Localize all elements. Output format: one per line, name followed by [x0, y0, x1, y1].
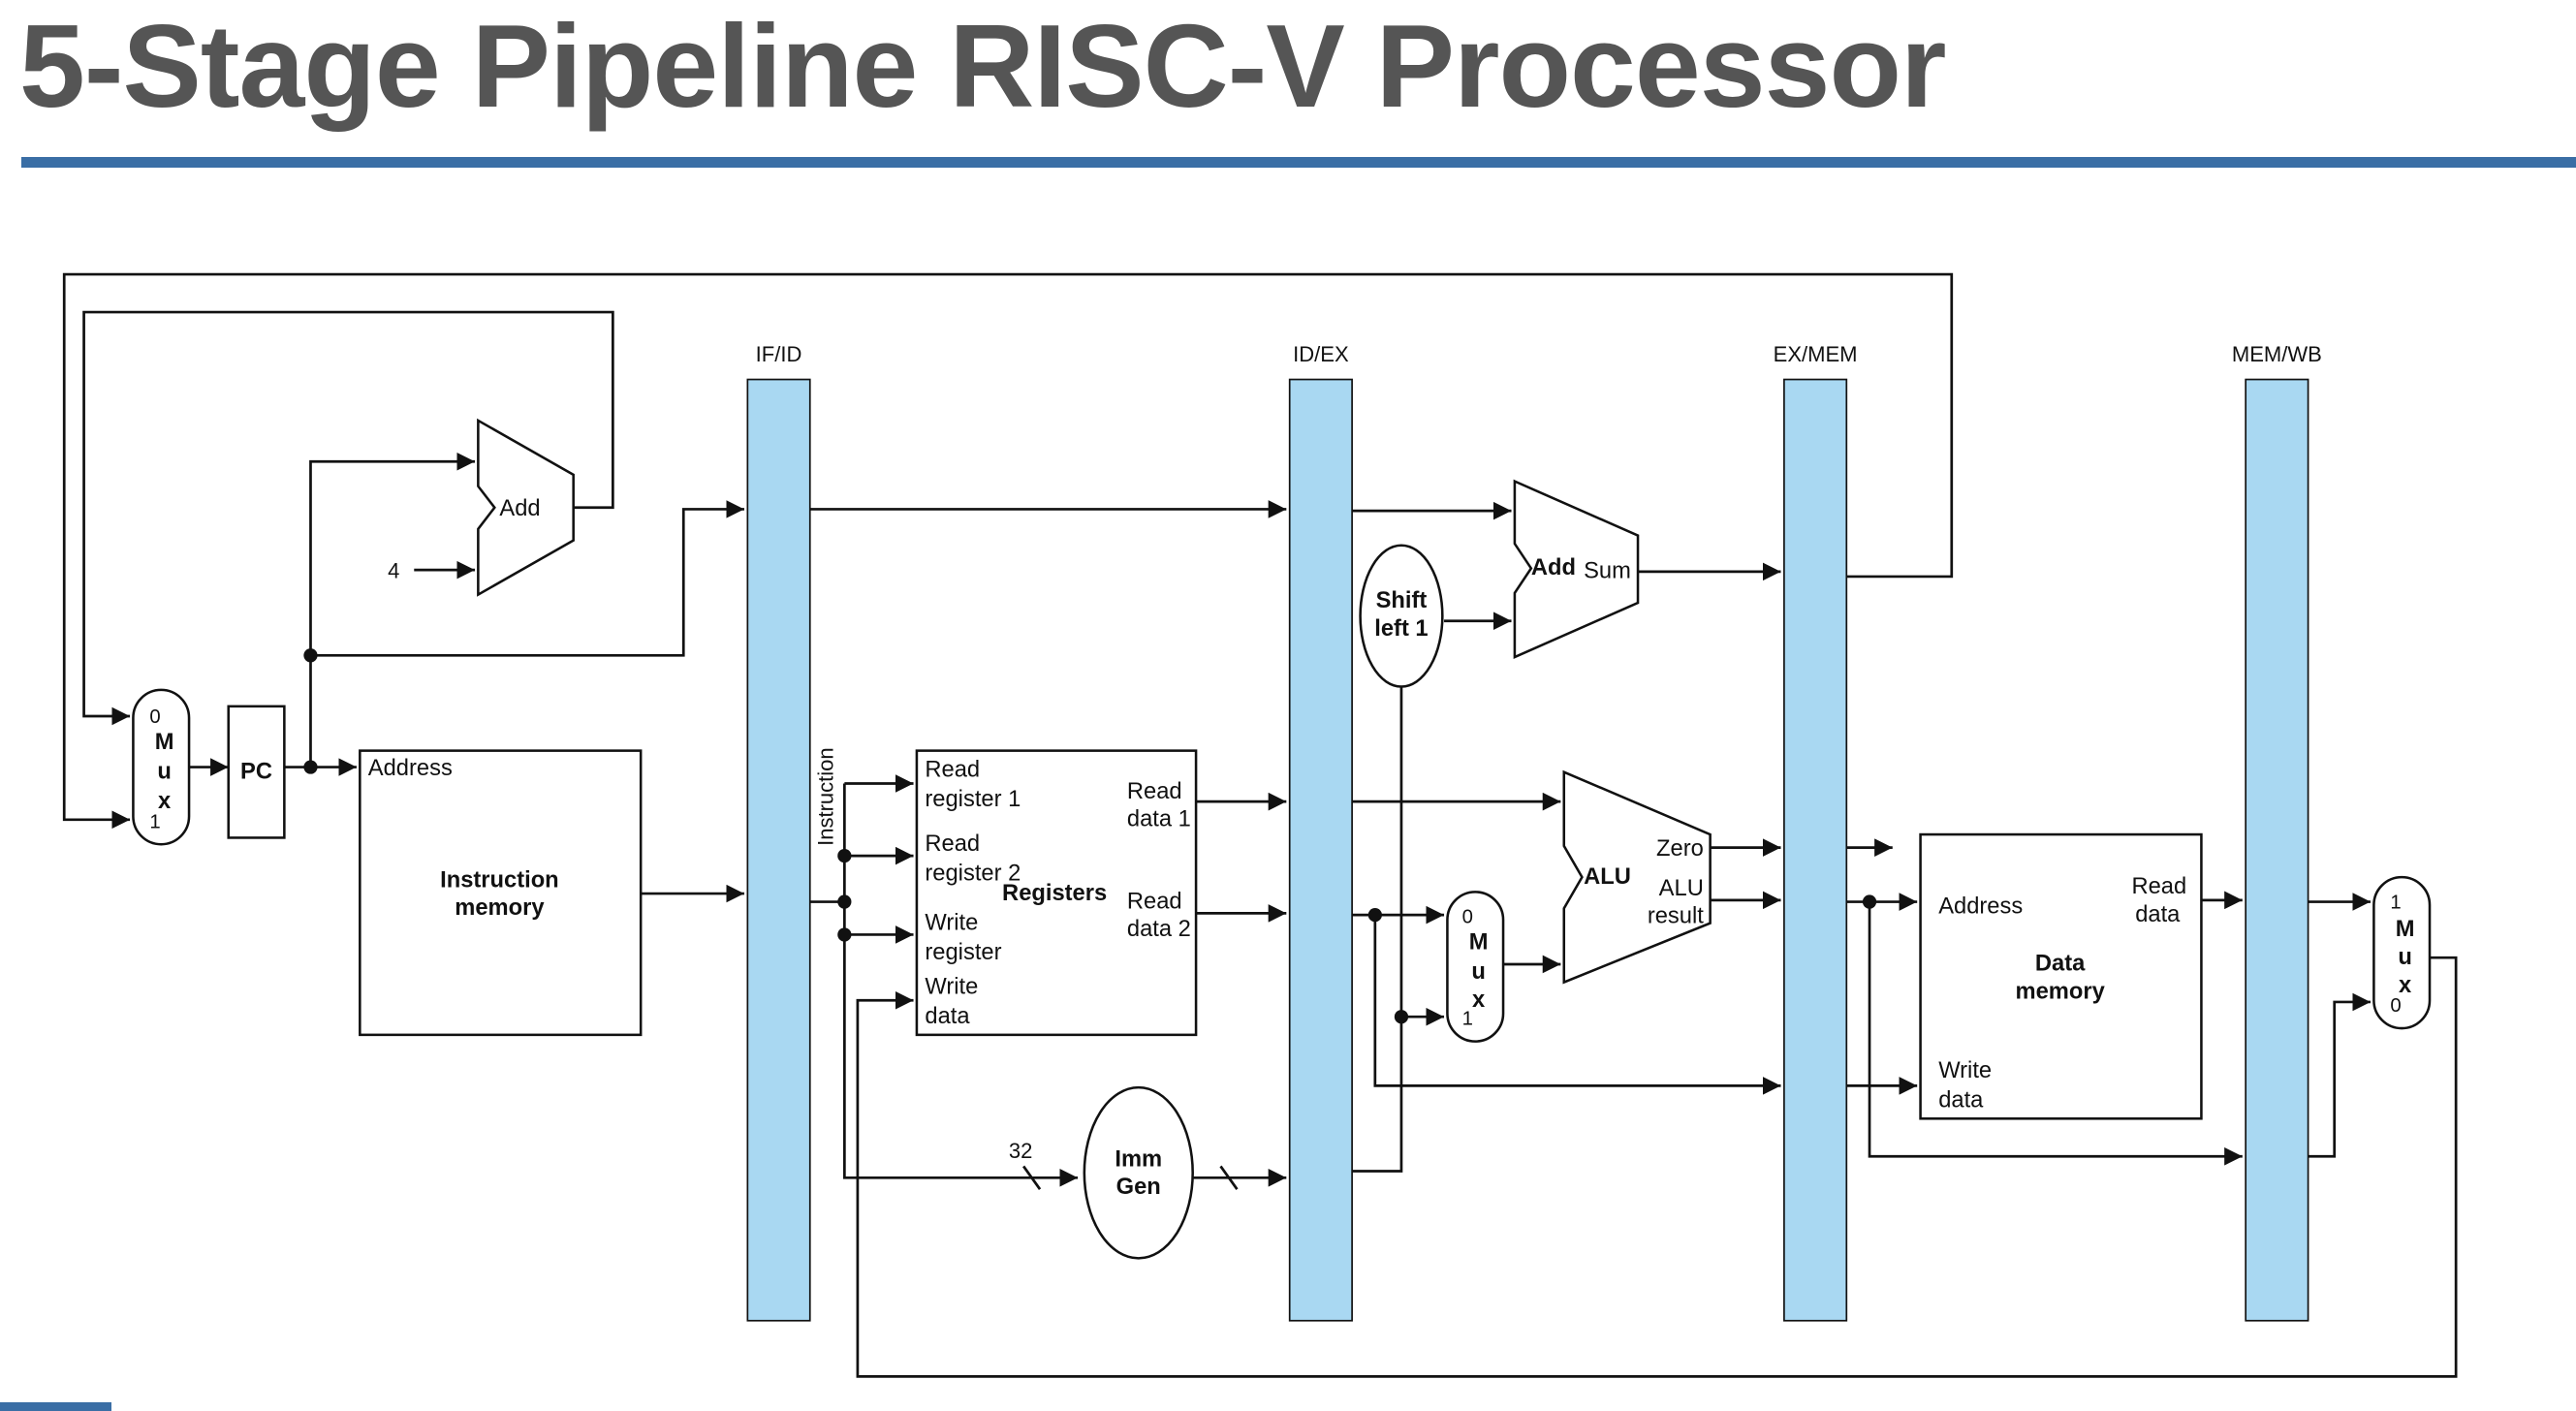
alu: ALU Zero ALU result	[1562, 769, 1712, 985]
svg-text:result: result	[1648, 904, 1704, 929]
shift-left-unit: Shift left 1	[1359, 544, 1444, 688]
svg-text:x: x	[2399, 973, 2412, 998]
alu-source-mux: 0 M u x 1	[1446, 891, 1505, 1043]
svg-text:M: M	[2396, 917, 2415, 942]
svg-text:1: 1	[1462, 1009, 1473, 1030]
pipeline-register-ex-mem: EX/MEM	[1774, 342, 1858, 1322]
svg-text:Read: Read	[1127, 779, 1182, 804]
instruction-memory: Address Instruction memory	[359, 749, 643, 1037]
svg-text:Add: Add	[1531, 555, 1576, 580]
svg-text:Add: Add	[499, 496, 540, 521]
svg-text:register 1: register 1	[925, 787, 1021, 812]
svg-text:Write: Write	[1938, 1058, 1992, 1083]
svg-text:x: x	[158, 789, 172, 814]
title-rule	[21, 157, 2576, 168]
svg-text:memory: memory	[455, 895, 545, 921]
svg-text:0: 0	[149, 706, 160, 728]
svg-text:Write: Write	[925, 910, 978, 935]
svg-text:register 2: register 2	[925, 862, 1021, 887]
svg-text:1: 1	[149, 811, 160, 832]
svg-text:M: M	[1469, 930, 1489, 956]
svg-text:Gen: Gen	[1116, 1175, 1161, 1200]
svg-text:ALU: ALU	[1659, 876, 1704, 901]
svg-text:u: u	[2398, 945, 2412, 970]
svg-text:Imm: Imm	[1115, 1146, 1162, 1172]
branch-adder: Add Sum	[1513, 479, 1640, 659]
svg-text:ALU: ALU	[1584, 864, 1631, 890]
pc-mux: 0 M u x 1	[132, 688, 191, 846]
svg-text:data 2: data 2	[1127, 917, 1191, 942]
svg-text:Read: Read	[925, 831, 980, 857]
wire-junctions	[303, 648, 1877, 1024]
pipeline-register-label: ID/EX	[1293, 342, 1349, 366]
svg-text:left 1: left 1	[1374, 616, 1428, 642]
svg-text:data: data	[1938, 1087, 1984, 1113]
svg-text:1: 1	[2390, 892, 2401, 913]
svg-text:data: data	[925, 1004, 970, 1029]
instruction-label: Instruction	[813, 747, 837, 846]
svg-text:Registers: Registers	[1002, 881, 1107, 906]
svg-text:Shift: Shift	[1376, 588, 1428, 613]
svg-text:Read: Read	[925, 758, 980, 783]
svg-text:Sum: Sum	[1584, 559, 1631, 584]
svg-text:Read: Read	[1127, 889, 1182, 914]
svg-text:data 1: data 1	[1127, 807, 1191, 832]
svg-text:PC: PC	[240, 759, 272, 784]
svg-text:M: M	[155, 730, 174, 755]
svg-text:Read: Read	[2131, 874, 2186, 899]
register-file: Read register 1 Read register 2 Write re…	[915, 749, 1198, 1037]
pipeline-register-label: MEM/WB	[2232, 342, 2322, 366]
svg-text:0: 0	[1462, 907, 1473, 928]
pipeline-register-mem-wb: MEM/WB	[2232, 342, 2322, 1322]
bus-width-label: 32	[1009, 1139, 1033, 1163]
constant-four: 4	[388, 559, 399, 583]
svg-text:Address: Address	[1938, 894, 2023, 919]
data-memory: Address Read data Data memory Write data	[1919, 832, 2203, 1120]
svg-text:u: u	[1471, 959, 1486, 985]
immediate-generator: Imm Gen	[1083, 1085, 1194, 1260]
svg-text:Address: Address	[368, 756, 453, 781]
svg-text:u: u	[157, 759, 172, 784]
pipeline-register-id-ex: ID/EX	[1288, 342, 1353, 1322]
svg-text:Write: Write	[925, 974, 978, 999]
svg-text:register: register	[925, 940, 1001, 965]
svg-text:Instruction: Instruction	[440, 867, 559, 893]
writeback-mux: 1 M u x 0	[2372, 875, 2432, 1030]
pipeline-register-label: IF/ID	[756, 342, 802, 366]
svg-text:0: 0	[2390, 995, 2401, 1017]
page-title: 5-Stage Pipeline RISC-V Processor	[19, 0, 1946, 132]
pipeline-register-if-id: IF/ID	[746, 342, 811, 1322]
svg-text:data: data	[2135, 902, 2181, 927]
pipeline-register-label: EX/MEM	[1774, 342, 1858, 366]
wires	[62, 272, 2458, 1378]
svg-text:memory: memory	[2016, 980, 2106, 1005]
svg-text:Data: Data	[2035, 952, 2086, 977]
pc-register: PC	[227, 705, 286, 839]
svg-text:Zero: Zero	[1656, 836, 1704, 862]
pc-adder: Add	[477, 418, 575, 597]
footer-accent-bar	[0, 1402, 111, 1411]
svg-text:x: x	[1472, 988, 1486, 1013]
